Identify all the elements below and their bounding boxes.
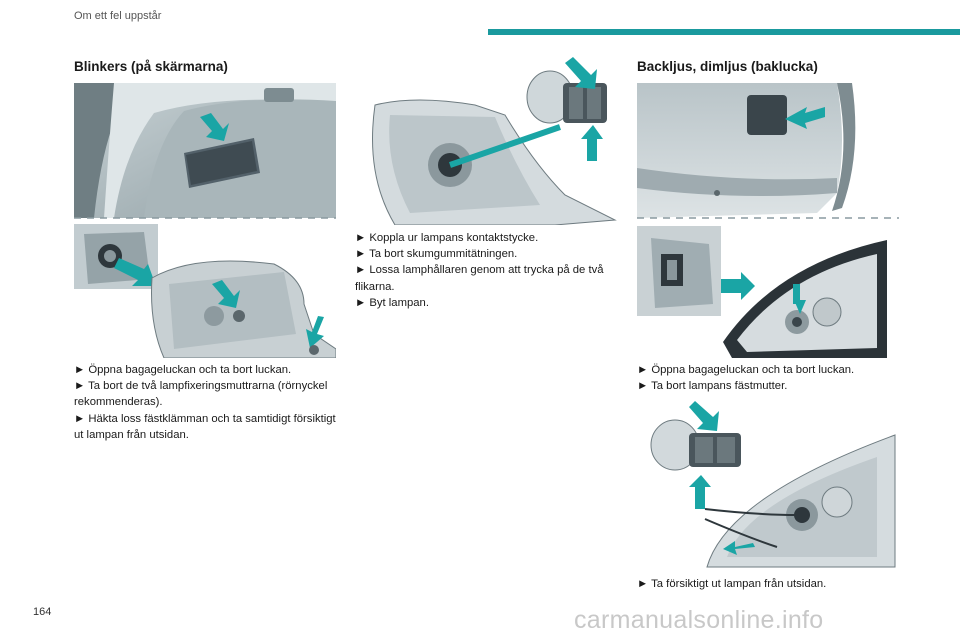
step-item: ► Lossa lamphållaren genom att trycka på… — [355, 264, 604, 293]
watermark: carmanualsonline.info — [574, 606, 824, 634]
running-header: Om ett fel uppstår — [74, 10, 162, 22]
figure-bulb-holder — [355, 55, 617, 225]
step-item: ► Öppna bagageluckan och ta bort luckan. — [74, 364, 292, 376]
step-item: ► Ta bort lampans fästmutter. — [637, 380, 788, 393]
steps-blinkers: ► Öppna bagageluckan och ta bort luckan.… — [74, 362, 336, 443]
step-item: ► Ta bort skumgummitätningen. — [355, 248, 518, 261]
figure-trunk-side-panel — [74, 83, 336, 218]
figure-lamp-nut — [637, 224, 899, 358]
steps-bulb-holder: ► Koppla ur lampans kontaktstycke. ► Ta … — [355, 230, 617, 311]
figure-divider — [74, 217, 336, 219]
page-number: 164 — [33, 606, 52, 618]
section-title-blinkers: Blinkers (på skärmarna) — [74, 59, 228, 74]
figure-lamp-removal — [637, 397, 899, 569]
section-title-reversing-fog: Backljus, dimljus (baklucka) — [637, 59, 818, 74]
header-accent-bar — [488, 29, 960, 35]
figure-divider — [637, 217, 899, 219]
figure-tailgate-panel — [637, 83, 899, 218]
step-item: ► Ta bort de två lampfixeringsmuttrarna … — [74, 380, 328, 409]
steps-lamp-removal: ► Ta försiktigt ut lampan från utsidan. — [637, 576, 899, 592]
figure-lamp-fixing-nuts — [74, 224, 336, 358]
step-item: ► Koppla ur lampans kontaktstycke. — [355, 232, 539, 244]
step-item: ► Öppna bagageluckan och ta bort luckan. — [637, 364, 855, 376]
step-item: ► Byt lampan. — [355, 296, 429, 309]
step-item: ► Häkta loss fästklämman och ta samtidig… — [74, 412, 336, 441]
steps-reversing-fog: ► Öppna bagageluckan och ta bort luckan.… — [637, 362, 899, 394]
step-item: ► Ta försiktigt ut lampan från utsidan. — [637, 578, 827, 590]
